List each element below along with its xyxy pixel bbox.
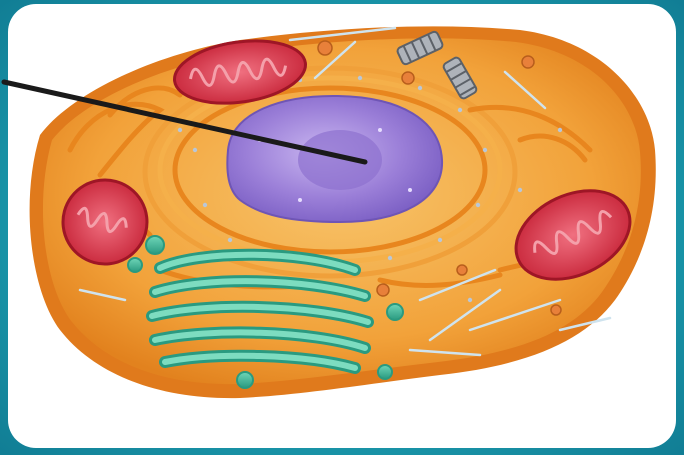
nucleus-icon (227, 96, 442, 222)
nucleolus (298, 130, 382, 190)
